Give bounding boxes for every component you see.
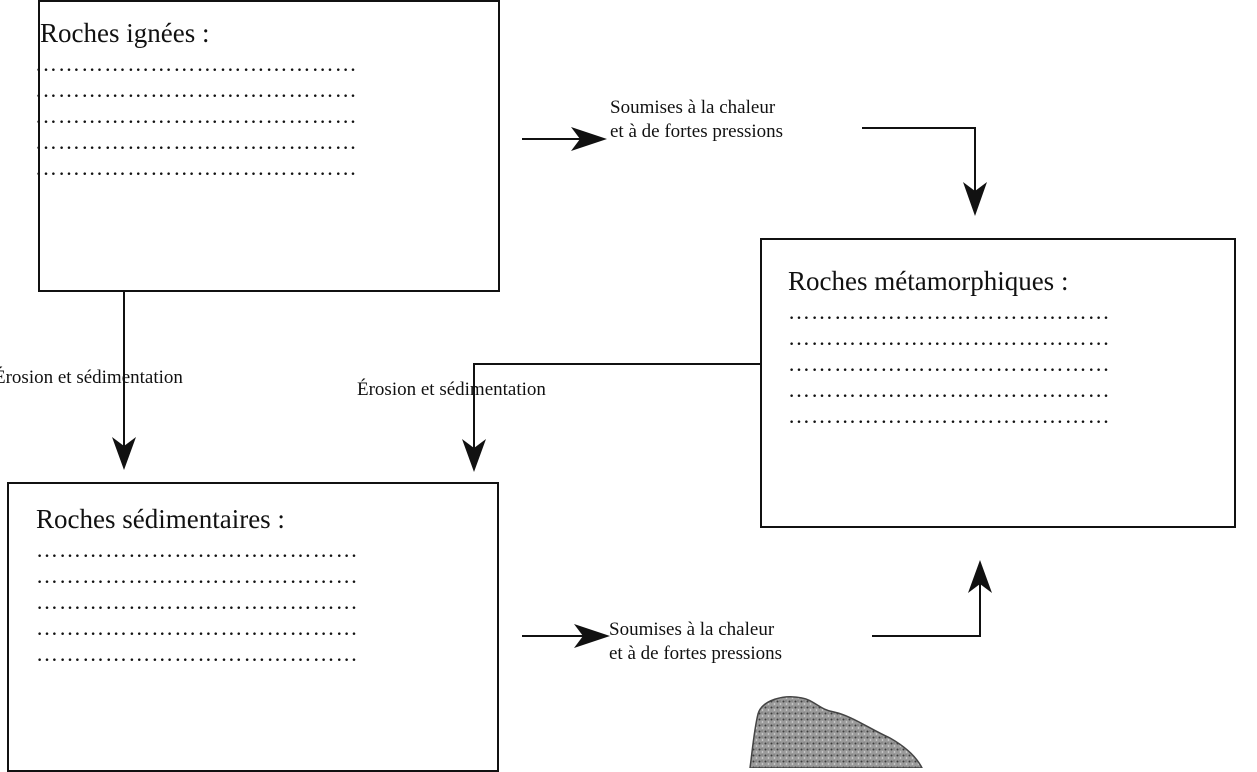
answer-line: …………………………………… <box>788 405 1111 428</box>
box-roches-sedimentaires: Roches sédimentaires : …………………………………… ……… <box>7 482 499 772</box>
arrowhead-up-meta <box>968 560 992 593</box>
label-line: et à de fortes pressions <box>610 121 784 142</box>
label-line: et à de fortes pressions <box>609 643 783 664</box>
rock-illustration <box>749 696 923 768</box>
answer-lines-sedimentaires: …………………………………… …………………………………… …………………………… <box>36 539 359 669</box>
answer-lines-ignees: …………………………………… …………………………………… …………………………… <box>35 53 358 183</box>
answer-line: …………………………………… <box>36 539 359 562</box>
answer-line: …………………………………… <box>35 157 358 180</box>
label-heat-pressure-bottom: Soumises à la chaleur et à de fortes pre… <box>609 618 782 666</box>
box-title-ignees: Roches ignées : <box>40 18 210 48</box>
answer-line: …………………………………… <box>788 327 1111 350</box>
box-roches-ignees: Roches ignées : …………………………………… ………………………… <box>35 0 500 292</box>
answer-line: …………………………………… <box>35 131 358 154</box>
answer-line: …………………………………… <box>788 353 1111 376</box>
label-line: Soumises à la chaleur <box>610 97 776 118</box>
answer-line: …………………………………… <box>36 617 359 640</box>
connector-top-to-meta <box>862 127 976 196</box>
box-title-metamorphiques: Roches métamorphiques : <box>788 266 1069 296</box>
answer-line: …………………………………… <box>35 53 358 76</box>
arrowhead-down-left <box>112 437 136 470</box>
label-heat-pressure-top: Soumises à la chaleur et à de fortes pre… <box>610 96 783 144</box>
label-erosion-left: Érosion et sédimentation <box>0 367 183 388</box>
label-line: Soumises à la chaleur <box>609 619 775 640</box>
arrowhead-down-mid <box>462 439 486 472</box>
box-title-sedimentaires: Roches sédimentaires : <box>36 504 285 534</box>
connector-bottom-to-meta <box>872 583 981 637</box>
box-roches-metamorphiques: Roches métamorphiques : …………………………………… …… <box>760 238 1236 528</box>
arrowhead-right-top <box>571 127 607 151</box>
answer-lines-metamorphiques: …………………………………… …………………………………… …………………………… <box>788 301 1111 431</box>
answer-line: …………………………………… <box>35 105 358 128</box>
answer-line: …………………………………… <box>35 79 358 102</box>
answer-line: …………………………………… <box>36 643 359 666</box>
answer-line: …………………………………… <box>36 591 359 614</box>
arrowhead-down-meta <box>963 182 987 216</box>
arrowhead-right-bottom <box>574 624 610 648</box>
answer-line: …………………………………… <box>788 301 1111 324</box>
label-erosion-middle: Érosion et sédimentation <box>357 379 546 400</box>
answer-line: …………………………………… <box>36 565 359 588</box>
answer-line: …………………………………… <box>788 379 1111 402</box>
connector-meta-to-sed <box>473 363 760 452</box>
